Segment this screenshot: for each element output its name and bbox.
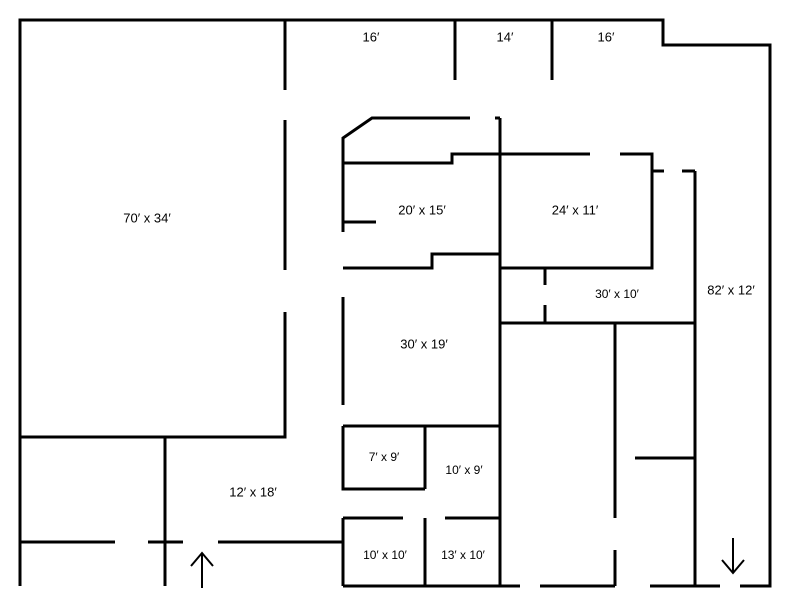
room-labels: 70′ x 34′ 20′ x 15′ 24′ x 11′ 30′ x 10′ … [123,202,755,562]
room-12x18-wall [20,437,343,586]
room-20x15-wall [341,116,590,232]
room-12x18-label: 12′ x 18′ [229,484,277,499]
room-20x15-label: 20′ x 15′ [398,202,446,217]
dim-top-mid: 14′ [497,29,514,44]
corridor-right-label: 82′ x 12′ [707,282,755,297]
up-arrow-icon [190,551,214,588]
room-30x19-wall [341,252,500,405]
room-large-left-label: 70′ x 34′ [123,210,171,225]
large-room-wall [20,20,287,439]
dim-top-right: 16′ [598,29,615,44]
dimension-labels: 16′ 14′ 16′ [363,29,615,44]
room-30x19-label: 30′ x 19′ [400,336,448,351]
room-24x11-wall [500,152,654,270]
room-10x10-wall [341,516,500,586]
room-7x9-label: 7′ x 9′ [369,450,400,464]
dim-top-left: 16′ [363,29,380,44]
room-30x10-wall [500,268,695,325]
outer-wall-top-right [18,18,772,588]
room-13x10-label: 13′ x 10′ [441,548,486,562]
room-10x10-label: 10′ x 10′ [363,548,408,562]
room-30x10-label: 30′ x 10′ [595,287,640,301]
down-arrow-icon [721,538,745,575]
room-7x9-wall [341,424,500,491]
room-10x9-label: 10′ x 9′ [445,463,483,477]
walls [18,18,772,588]
room-24x11-label: 24′ x 11′ [552,202,599,217]
